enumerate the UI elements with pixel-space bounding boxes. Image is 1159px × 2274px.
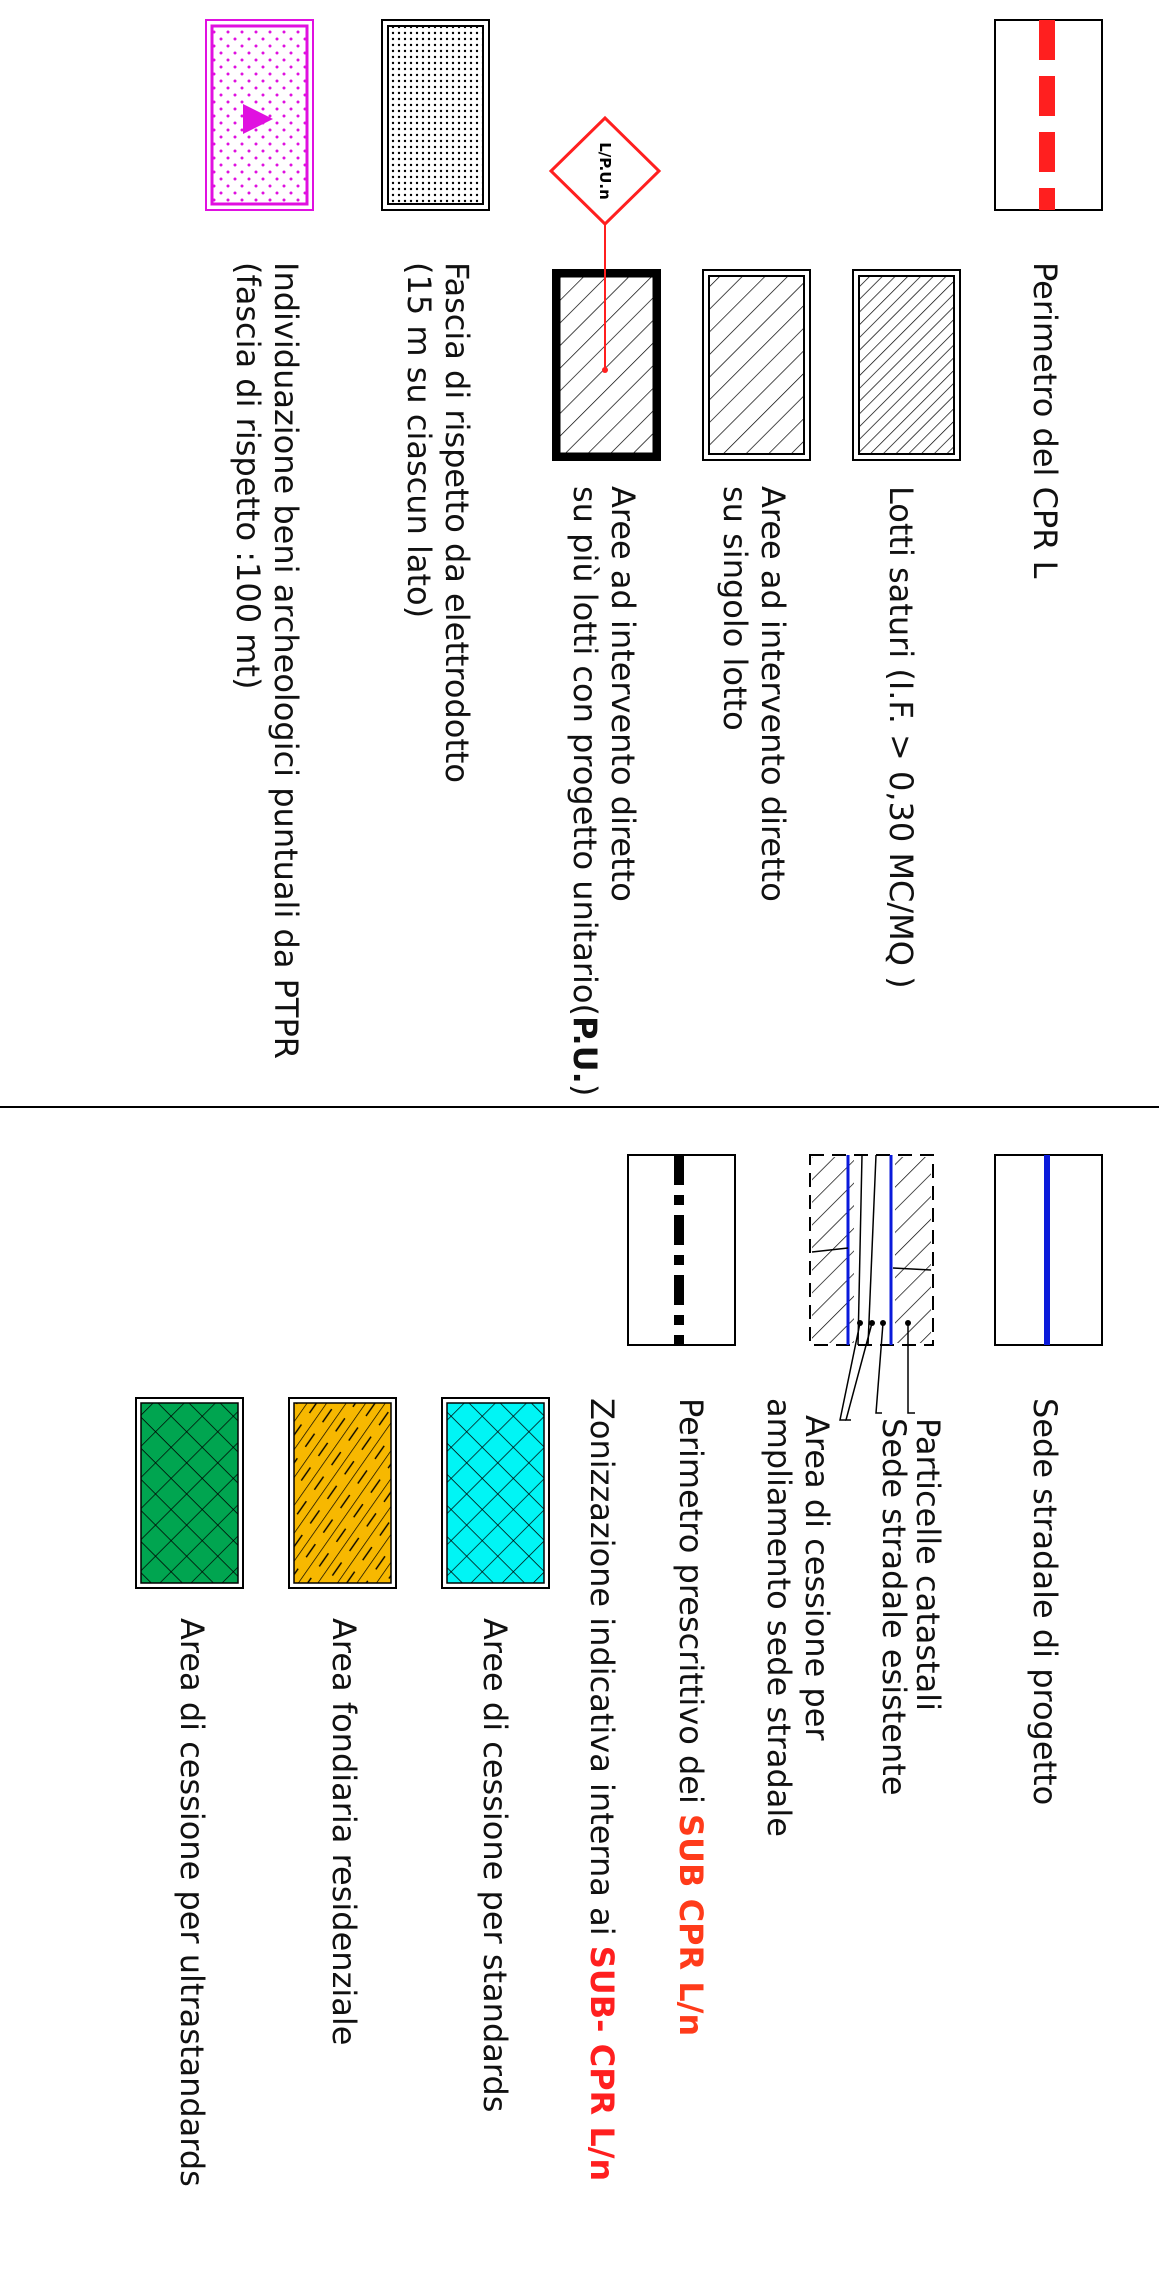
perimetro-prescrittivo-text: Perimetro prescrittivo dei xyxy=(672,1398,710,1814)
aree-standards-swatch xyxy=(441,1397,550,1589)
elettrodotto-swatch xyxy=(381,19,490,211)
aree-singolo-line1: Aree ad intervento diretto xyxy=(754,486,792,902)
area-fondiaria-label: Area fondiaria residenziale xyxy=(325,1618,363,2045)
particelle-label: Particelle catastali xyxy=(909,1418,947,1711)
pu-close: ) xyxy=(566,1084,604,1096)
perimetro-cpr-swatch xyxy=(994,19,1103,211)
beni-archeologici-line1: Individuazione beni archeologici puntual… xyxy=(267,262,305,1059)
aree-singolo-swatch xyxy=(702,269,811,461)
perimetro-prescrittivo-bold: SUB CPR L/n xyxy=(672,1814,710,2036)
beni-archeologici-line2: (fascia di rispetto :100 mt) xyxy=(229,262,267,689)
elettrodotto-line2: (15 m su ciascun lato) xyxy=(400,262,438,618)
pu-tag-label: L/P.U.n xyxy=(596,142,614,200)
aree-standards-label: Aree di cessione per standards xyxy=(476,1618,514,2112)
sede-progetto-label: Sede stradale di progetto xyxy=(1026,1398,1064,1805)
zonizzazione-text: Zonizzazione indicativa interna ai xyxy=(583,1398,621,1946)
area-cessione-sede-line2: ampliamento sede stradale xyxy=(760,1398,798,1837)
aree-singolo-line2: su singolo lotto xyxy=(716,486,754,731)
pu-tag: L/P.U.n xyxy=(548,115,662,227)
beni-archeologici-swatch xyxy=(205,19,314,211)
archeo-triangle-icon xyxy=(243,104,273,134)
sede-progetto-swatch xyxy=(994,1154,1103,1346)
zonizzazione-bold: SUB- CPR L/n xyxy=(583,1946,621,2181)
perimetro-prescrittivo-swatch xyxy=(627,1154,736,1346)
area-ultrastandards-swatch xyxy=(135,1397,244,1589)
perimetro-prescrittivo-label: Perimetro prescrittivo dei SUB CPR L/n xyxy=(672,1398,710,2036)
area-cessione-sede-line1: Area di cessione per xyxy=(798,1415,836,1741)
aree-piu-lotti-line2-text: su più lotti con progetto unitario( xyxy=(566,486,604,1016)
aree-piu-lotti-line2: su più lotti con progetto unitario(P.U.) xyxy=(566,486,604,1096)
area-fondiaria-swatch xyxy=(288,1397,397,1589)
area-ultrastandards-label: Area di cessione per ultrastandards xyxy=(173,1618,211,2187)
lotti-saturi-label: Lotti saturi (I.F. > 0,30 MC/MQ ) xyxy=(882,486,920,989)
sede-esistente-label: Sede stradale esistente xyxy=(875,1418,913,1796)
lotti-saturi-swatch xyxy=(852,269,961,461)
aree-piu-lotti-swatch xyxy=(552,224,661,461)
aree-piu-lotti-line1: Aree ad intervento diretto xyxy=(604,486,642,902)
pu-bold: P.U. xyxy=(566,1016,604,1084)
perimetro-cpr-label: Perimetro del CPR L xyxy=(1026,262,1064,579)
elettrodotto-line1: Fascia di rispetto da elettrodotto xyxy=(438,262,476,783)
road-detail-swatch xyxy=(809,1154,934,1421)
zonizzazione-label: Zonizzazione indicativa interna ai SUB- … xyxy=(583,1398,621,2181)
